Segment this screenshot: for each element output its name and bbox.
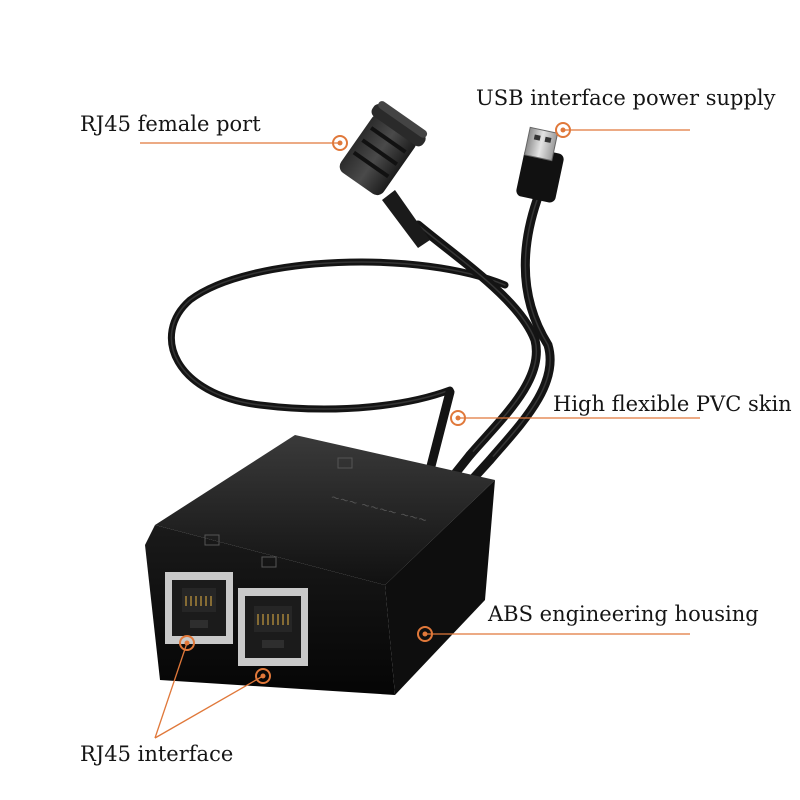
callout-marker-abs — [417, 626, 433, 642]
callout-marker-rj45-female — [332, 135, 348, 151]
usb-plug — [516, 126, 564, 203]
label-pvc-skin: High flexible PVC skin — [553, 392, 792, 416]
callout-line-rj45-iface-b — [154, 675, 264, 739]
abs-housing: ~~~ ~~~~ ~~~ — [145, 435, 495, 695]
label-usb-power-supply: USB interface power supply — [476, 86, 776, 110]
label-abs-housing: ABS engineering housing — [488, 602, 759, 626]
label-rj45-female-port: RJ45 female port — [80, 112, 261, 136]
rj45-port-right — [238, 588, 308, 666]
label-rj45-interface: RJ45 interface — [80, 742, 234, 766]
callout-marker-rj45-iface-b — [255, 668, 271, 684]
rj45-female-jack — [339, 101, 428, 196]
callout-marker-rj45-iface-a — [179, 635, 195, 651]
callout-marker-pvc — [450, 410, 466, 426]
callout-line-rj45-iface-a — [154, 642, 188, 739]
rj45-port-left — [165, 572, 233, 644]
annotation-layer — [140, 122, 700, 739]
callout-marker-usb — [555, 122, 571, 138]
